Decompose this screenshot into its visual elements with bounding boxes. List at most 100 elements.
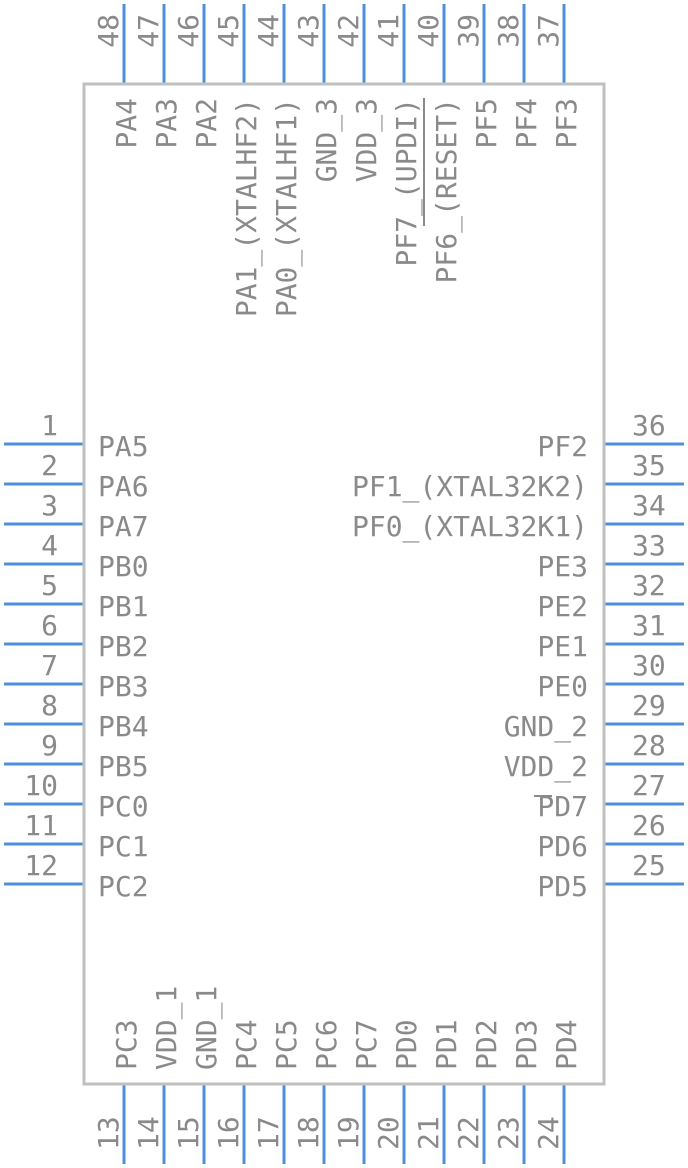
- pin-label-17: PC5: [270, 1019, 303, 1070]
- pin-label-31: PE1: [537, 630, 588, 663]
- pin-number-41: 41: [372, 14, 405, 48]
- pin-number-3: 3: [41, 489, 58, 522]
- pin-label-1: PA5: [98, 430, 149, 463]
- pin-label-45: PA1_(XTALHF2): [230, 98, 264, 317]
- pin-label-25: PD5: [537, 870, 588, 903]
- pin-label-22: PD2: [470, 1019, 503, 1070]
- pin-number-18: 18: [292, 1116, 325, 1150]
- pin-label-35: PF1_(XTAL32K2): [352, 470, 588, 504]
- pin-label-9: PB5: [98, 750, 149, 783]
- pin-number-24: 24: [532, 1116, 565, 1150]
- pin-label-15: GND_1: [190, 986, 224, 1070]
- pin-label-4: PB0: [98, 550, 149, 583]
- pin-number-4: 4: [41, 529, 58, 562]
- pin-label-14: VDD_1: [150, 986, 184, 1070]
- pin-number-8: 8: [41, 689, 58, 722]
- pin-label-41: PF7_(UPDI): [390, 98, 424, 267]
- pin-number-38: 38: [492, 14, 525, 48]
- pin-number-34: 34: [632, 489, 666, 522]
- pin-number-47: 47: [132, 14, 165, 48]
- pin-label-23: PD3: [510, 1019, 543, 1070]
- pin-number-9: 9: [41, 729, 58, 762]
- pin-label-28: VDD_2: [504, 750, 588, 784]
- pin-label-44: PA0_(XTALHF1): [270, 98, 304, 317]
- pin-label-2: PA6: [98, 470, 149, 503]
- pin-number-1: 1: [41, 409, 58, 442]
- pin-label-19: PC7: [350, 1019, 383, 1070]
- pin-number-42: 42: [332, 14, 365, 48]
- pin-number-7: 7: [41, 649, 58, 682]
- pin-number-6: 6: [41, 609, 58, 642]
- pin-number-45: 45: [212, 14, 245, 48]
- pin-number-25: 25: [632, 849, 666, 882]
- pin-label-24: PD4: [550, 1019, 583, 1070]
- pin-number-19: 19: [332, 1116, 365, 1150]
- pin-number-43: 43: [292, 14, 325, 48]
- pin-label-47: PA3: [150, 98, 183, 149]
- pin-number-35: 35: [632, 449, 666, 482]
- pin-number-28: 28: [632, 729, 666, 762]
- pin-label-11: PC1: [98, 830, 149, 863]
- pin-label-6: PB2: [98, 630, 149, 663]
- pin-label-8: PB4: [98, 710, 149, 743]
- pin-number-36: 36: [632, 409, 666, 442]
- pin-number-5: 5: [41, 569, 58, 602]
- pin-number-2: 2: [41, 449, 58, 482]
- pin-number-26: 26: [632, 809, 666, 842]
- pin-label-7: PB3: [98, 670, 149, 703]
- pin-number-23: 23: [492, 1116, 525, 1150]
- pin-number-21: 21: [412, 1116, 445, 1150]
- pin-number-22: 22: [452, 1116, 485, 1150]
- pin-label-40: PF6_(RESET): [430, 98, 464, 283]
- pin-label-48: PA4: [110, 98, 143, 149]
- pin-label-20: PD0: [390, 1019, 423, 1070]
- pin-label-38: PF4: [510, 98, 543, 149]
- pin-label-34: PF0_(XTAL32K1): [352, 510, 588, 544]
- pin-number-11: 11: [24, 809, 58, 842]
- chip-body: [82, 82, 606, 1086]
- pin-number-10: 10: [24, 769, 58, 802]
- pin-label-42: VDD_3: [350, 98, 384, 182]
- pin-number-31: 31: [632, 609, 666, 642]
- pin-label-37: PF3: [550, 98, 583, 149]
- pin-number-14: 14: [132, 1116, 165, 1150]
- pin-number-29: 29: [632, 689, 666, 722]
- pin-number-20: 20: [372, 1116, 405, 1150]
- pin-number-40: 40: [412, 14, 445, 48]
- pin-label-18: PC6: [310, 1019, 343, 1070]
- pin-label-30: PE0: [537, 670, 588, 703]
- pin-number-46: 46: [172, 14, 205, 48]
- pin-label-5: PB1: [98, 590, 149, 623]
- pin-number-39: 39: [452, 14, 485, 48]
- pin-number-13: 13: [92, 1116, 125, 1150]
- pin-number-32: 32: [632, 569, 666, 602]
- pin-label-13: PC3: [110, 1019, 143, 1070]
- pin-label-36: PF2: [537, 430, 588, 463]
- pin-label-26: PD6: [537, 830, 588, 863]
- pin-label-39: PF5: [470, 98, 503, 149]
- pin-number-17: 17: [252, 1116, 285, 1150]
- pin-label-3: PA7: [98, 510, 149, 543]
- pin-number-44: 44: [252, 14, 285, 48]
- pin-number-30: 30: [632, 649, 666, 682]
- pin-number-16: 16: [212, 1116, 245, 1150]
- pin-number-15: 15: [172, 1116, 205, 1150]
- pin-label-43: GND_3: [310, 98, 344, 182]
- pin-label-46: PA2: [190, 98, 223, 149]
- pin-label-33: PE3: [537, 550, 588, 583]
- pin-label-32: PE2: [537, 590, 588, 623]
- pin-label-27: PD7: [537, 790, 588, 823]
- pin-number-48: 48: [92, 14, 125, 48]
- pin-number-33: 33: [632, 529, 666, 562]
- pin-label-29: GND_2: [504, 710, 588, 744]
- pin-label-16: PC4: [230, 1019, 263, 1070]
- pin-label-10: PC0: [98, 790, 149, 823]
- pin-number-37: 37: [532, 14, 565, 48]
- pin-label-12: PC2: [98, 870, 149, 903]
- pin-number-27: 27: [632, 769, 666, 802]
- pins-layer: [4, 4, 684, 1164]
- pin-label-21: PD1: [430, 1019, 463, 1070]
- pin-number-12: 12: [24, 849, 58, 882]
